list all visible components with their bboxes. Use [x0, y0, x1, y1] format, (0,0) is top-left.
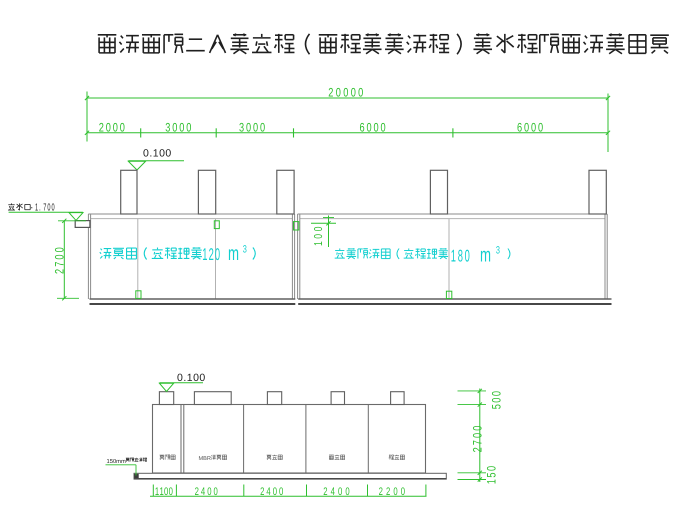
svg-text:2: 2	[209, 245, 214, 264]
svg-text:2: 2	[328, 85, 333, 99]
svg-text:0: 0	[490, 397, 504, 402]
svg-text:0: 0	[164, 486, 168, 498]
svg-text:0: 0	[186, 120, 191, 134]
svg-text:0: 0	[260, 120, 265, 134]
svg-text:0.100: 0.100	[177, 372, 206, 384]
svg-text:0: 0	[465, 246, 470, 265]
svg-text:1: 1	[202, 245, 207, 264]
svg-text:m: m	[480, 244, 491, 266]
svg-text:0: 0	[120, 120, 125, 134]
svg-text:0: 0	[343, 85, 348, 99]
svg-text:8: 8	[458, 246, 463, 265]
svg-text:0: 0	[374, 120, 379, 134]
svg-text:3: 3	[165, 120, 170, 134]
svg-text:0.100: 0.100	[143, 148, 172, 160]
svg-text:0: 0	[253, 120, 258, 134]
svg-text:0: 0	[393, 486, 397, 498]
svg-text:0: 0	[207, 486, 211, 498]
svg-text:0: 0	[246, 120, 251, 134]
svg-text:0: 0	[367, 120, 372, 134]
svg-text:3: 3	[243, 244, 247, 256]
svg-text:0: 0	[471, 426, 485, 431]
svg-text:6: 6	[360, 120, 365, 134]
svg-text:2: 2	[53, 269, 67, 274]
svg-text:2: 2	[99, 120, 104, 134]
svg-text:0: 0	[113, 120, 118, 134]
svg-text:7: 7	[471, 440, 485, 445]
svg-text:0: 0	[179, 120, 184, 134]
svg-text:2: 2	[323, 486, 327, 498]
svg-text:0: 0	[47, 203, 50, 214]
svg-text:0: 0	[345, 486, 349, 498]
svg-text:1: 1	[160, 486, 164, 498]
svg-text:4: 4	[201, 486, 205, 498]
svg-text:0: 0	[214, 486, 218, 498]
svg-text:1: 1	[155, 486, 159, 498]
svg-text:2: 2	[260, 486, 264, 498]
svg-text:0: 0	[336, 85, 341, 99]
svg-text:2: 2	[386, 486, 390, 498]
svg-text:0: 0	[358, 85, 363, 99]
svg-text:0: 0	[471, 433, 485, 438]
svg-text:1: 1	[485, 479, 499, 484]
svg-text:0: 0	[106, 120, 111, 134]
svg-text:1: 1	[35, 203, 38, 214]
svg-text:-: -	[31, 203, 33, 214]
svg-text:0: 0	[313, 227, 325, 232]
svg-text:0: 0	[273, 486, 277, 498]
svg-text:2: 2	[195, 486, 199, 498]
svg-text:0: 0	[215, 245, 220, 264]
svg-text:0: 0	[313, 234, 325, 239]
svg-text:1: 1	[313, 241, 325, 246]
svg-text:.: .	[39, 203, 41, 214]
svg-text:0: 0	[538, 120, 543, 134]
svg-text:4: 4	[266, 486, 270, 498]
svg-text:1: 1	[451, 246, 456, 265]
svg-text:2: 2	[471, 447, 485, 452]
svg-text:0: 0	[338, 486, 342, 498]
svg-text:5: 5	[485, 472, 499, 477]
svg-text:0: 0	[172, 120, 177, 134]
svg-text:0: 0	[53, 247, 67, 252]
svg-text:5: 5	[490, 404, 504, 409]
svg-text:7: 7	[53, 262, 67, 267]
svg-text:3: 3	[239, 120, 244, 134]
svg-text:0: 0	[524, 120, 529, 134]
svg-text:0: 0	[381, 120, 386, 134]
svg-text:0: 0	[351, 85, 356, 99]
svg-text:0: 0	[490, 391, 504, 396]
svg-text:MBR: MBR	[199, 456, 211, 462]
svg-text:0: 0	[401, 486, 405, 498]
svg-text:0: 0	[52, 203, 55, 214]
svg-text:0: 0	[279, 486, 283, 498]
svg-text:150mm: 150mm	[107, 458, 127, 465]
svg-text:3: 3	[496, 245, 500, 257]
svg-text:0: 0	[169, 486, 173, 498]
svg-text:0: 0	[531, 120, 536, 134]
svg-text:m: m	[228, 243, 239, 265]
svg-text:0: 0	[485, 466, 499, 471]
svg-text:0: 0	[53, 254, 67, 259]
svg-text:7: 7	[43, 203, 46, 214]
svg-text:2: 2	[379, 486, 383, 498]
svg-text:4: 4	[331, 486, 335, 498]
svg-text:6: 6	[517, 120, 522, 134]
